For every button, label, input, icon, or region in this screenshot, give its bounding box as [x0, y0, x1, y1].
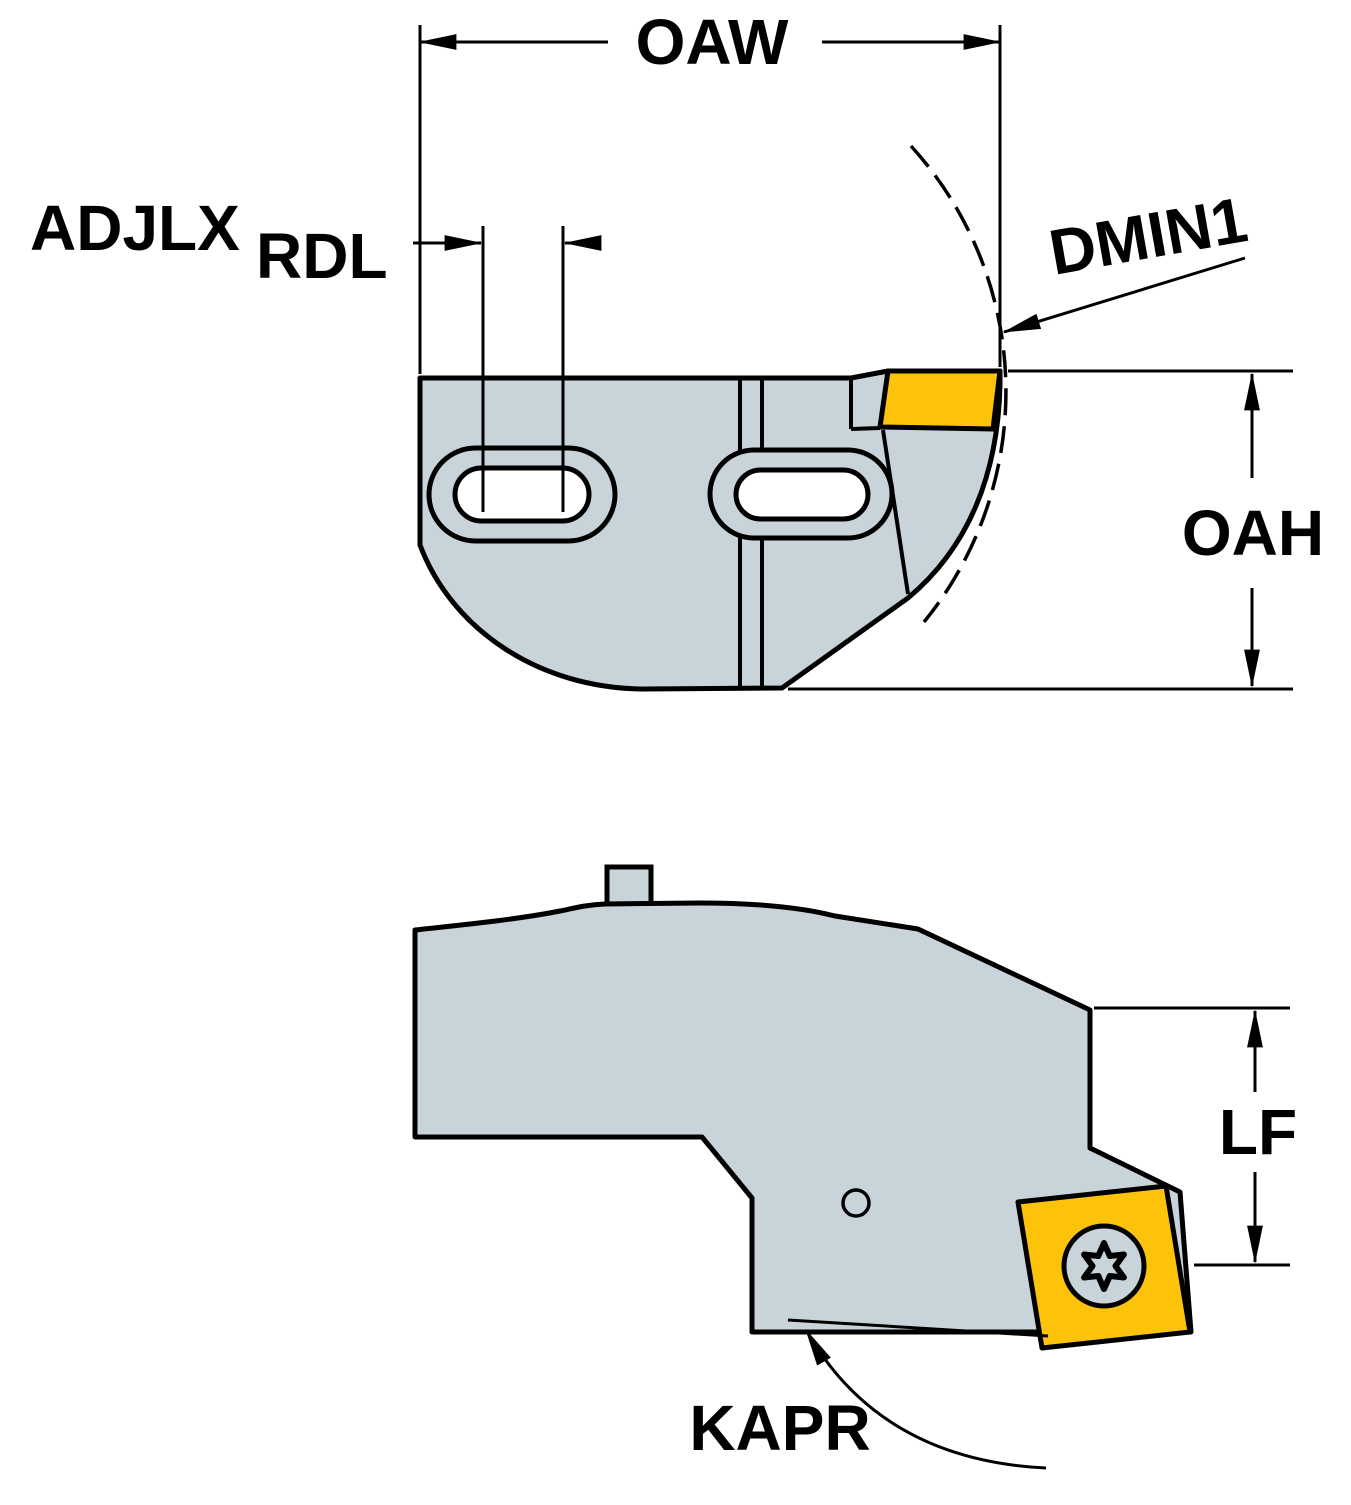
clamp-slot-right-inner: [733, 467, 871, 522]
insert-screw-head: [1061, 1223, 1147, 1309]
kapr-label: KAPR: [689, 1392, 870, 1464]
side-view: [412, 864, 1194, 1351]
cutting-insert-top-view: [877, 368, 1003, 432]
side-view-dimensions: LF KAPR: [689, 1006, 1297, 1470]
oah-label: OAH: [1182, 497, 1324, 569]
coolant-hole: [841, 1188, 871, 1218]
kapr-angle-arc: [804, 1328, 1047, 1470]
cartridge-body-side-view: [412, 900, 1194, 1335]
min-bore-dashed-arc: [909, 144, 1008, 624]
torx-screw-icon: [1081, 1240, 1127, 1292]
kapr-reference-line: [787, 1318, 1049, 1338]
rdl-label: RDL: [256, 220, 388, 292]
clamp-slot-left-inner: [452, 465, 592, 524]
lf-label: LF: [1219, 1096, 1297, 1168]
insert-pocket-floor-line: [850, 426, 881, 431]
insert-pocket-edge-line: [881, 429, 910, 595]
adjlx-label: ADJLX: [30, 192, 240, 264]
dmin1-leader-arrow: [1002, 256, 1246, 334]
oaw-label: OAW: [636, 6, 789, 78]
top-view: [417, 144, 1008, 692]
